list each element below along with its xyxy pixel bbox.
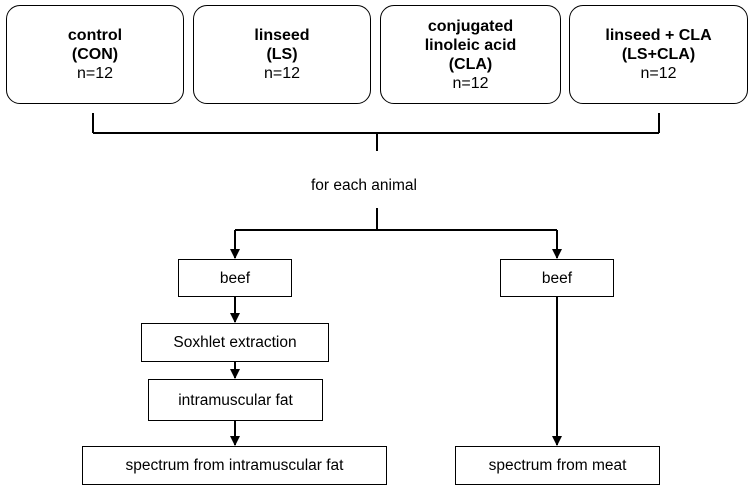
group-name: control (CON) [67,27,123,63]
spectrum-meat-box: spectrum from meat [455,446,660,485]
junction-label: for each animal [311,177,417,194]
left-beef-box: beef [178,259,292,297]
group-name: linseed (LS) [254,27,310,63]
group-size: n=12 [76,65,114,82]
spectrum-intramuscular-fat-box: spectrum from intramuscular fat [82,446,387,485]
box-label: spectrum from meat [488,457,627,474]
right-beef-box: beef [500,259,614,297]
box-label: beef [219,269,251,287]
box-label: beef [541,269,573,287]
box-label: intramuscular fat [178,391,293,409]
group-box-cla: conjugated linoleic acid (CLA) n=12 [380,5,561,104]
box-label: spectrum from intramuscular fat [125,457,344,474]
group-name: conjugated linoleic acid (CLA) [424,17,517,73]
group-name: linseed + CLA (LS+CLA) [605,27,712,63]
box-label: Soxhlet extraction [173,334,297,351]
group-size: n=12 [263,65,301,82]
group-box-ls-cla: linseed + CLA (LS+CLA) n=12 [569,5,748,104]
intramuscular-fat-box: intramuscular fat [148,379,323,421]
soxhlet-extraction-box: Soxhlet extraction [141,323,329,362]
group-size: n=12 [640,65,677,82]
group-size: n=12 [452,74,489,92]
group-box-ls: linseed (LS) n=12 [193,5,371,104]
group-box-con: control (CON) n=12 [6,5,184,104]
